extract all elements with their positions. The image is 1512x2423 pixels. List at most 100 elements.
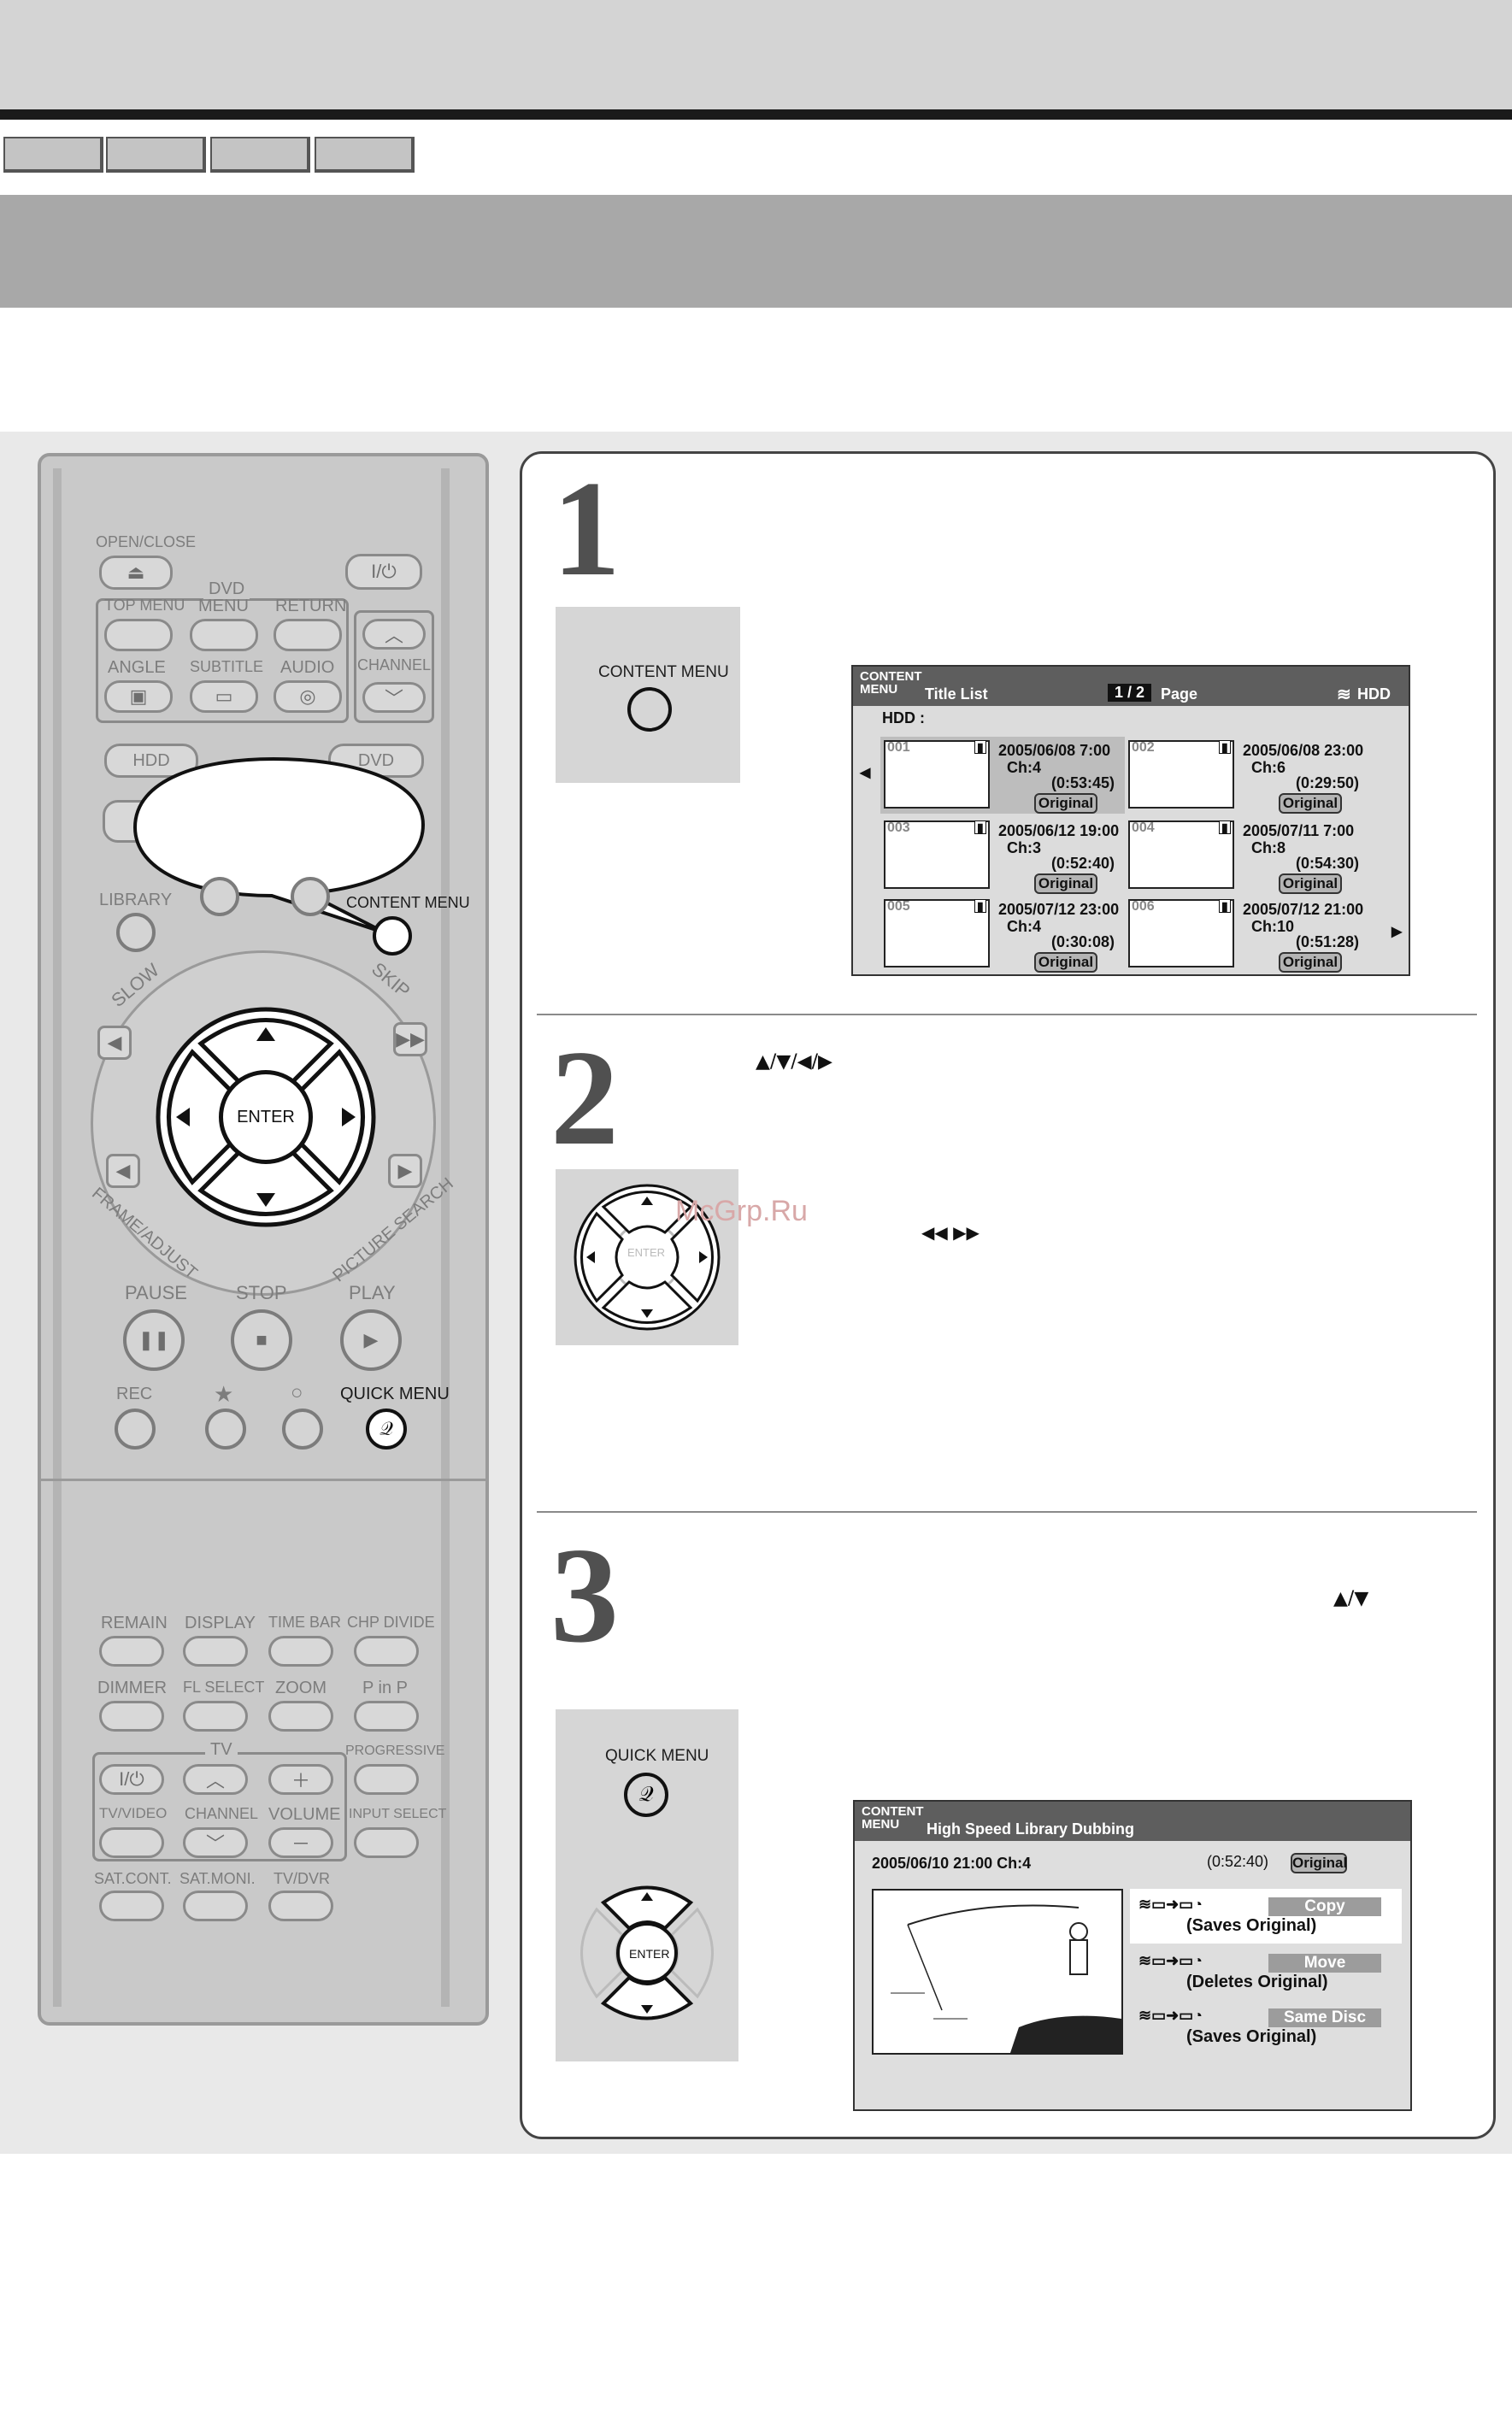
dvd-group-label: DVD: [203, 579, 250, 599]
dub-option-description: (Deletes Original): [1186, 1973, 1328, 1991]
input-select-label: INPUT SELECT: [349, 1807, 447, 1821]
content-menu-button-illustration: [627, 687, 672, 732]
pause-icon: ❚❚: [138, 1329, 170, 1350]
step-3-dpad: [580, 1885, 714, 2020]
angle-button[interactable]: ▣: [104, 680, 173, 713]
fl-select-button[interactable]: [183, 1701, 248, 1732]
time-bar-button[interactable]: [268, 1636, 333, 1667]
dub-option-label[interactable]: Copy: [1268, 1897, 1381, 1916]
open-close-button[interactable]: ⏏: [99, 556, 173, 590]
frame-reverse-icon: ◀: [115, 1160, 131, 1181]
channel-up-button[interactable]: ︿: [362, 619, 426, 650]
previous-page-icon: ◀: [860, 766, 871, 780]
slow-reverse-button[interactable]: ◀: [97, 1026, 132, 1060]
library-button[interactable]: [116, 913, 156, 952]
remote-lid-line: [41, 1479, 485, 1481]
title-duration: (0:52:40): [1051, 855, 1115, 872]
content-menu-button[interactable]: [373, 916, 412, 956]
dubbing-duration: (0:52:40): [1207, 1853, 1269, 1870]
play-icon: ▶: [363, 1329, 379, 1350]
channel-group: [354, 610, 434, 723]
sat-cont-label: SAT.CONT.: [94, 1870, 172, 1887]
sat-cont-button[interactable]: [99, 1891, 164, 1921]
display-button[interactable]: [183, 1636, 248, 1667]
menu-button[interactable]: [190, 619, 258, 651]
picture-search-icon: ▶: [397, 1160, 413, 1181]
tv-group-label: TV: [205, 1740, 238, 1760]
skip-forward-button[interactable]: ▶▶: [393, 1022, 427, 1056]
tv-dvr-button[interactable]: [268, 1891, 333, 1921]
remote-side-strip-left: [53, 468, 62, 2007]
title-original-badge: Original: [1034, 873, 1097, 894]
tv-power-button[interactable]: I/⏻: [99, 1764, 164, 1795]
input-select-button[interactable]: [354, 1827, 419, 1858]
quick-menu-button[interactable]: 𝒬: [366, 1409, 407, 1450]
title-date: 2005/06/08 7:00: [998, 742, 1111, 759]
tv-channel-up-button[interactable]: ︿: [183, 1764, 248, 1795]
dub-direction-icon: ≋▭➜▭◔: [1138, 2007, 1203, 2024]
remote-round-button-2[interactable]: [291, 877, 330, 916]
dubbing-screen: CONTENT MENU High Speed Library Dubbing …: [853, 1800, 1412, 2111]
return-button[interactable]: [274, 619, 342, 651]
title-date: 2005/07/12 21:00: [1243, 901, 1364, 918]
dvd-label: DVD: [357, 750, 395, 770]
audio-label: AUDIO: [280, 658, 335, 677]
zoom-label: ZOOM: [275, 1679, 327, 1697]
title-channel: Ch:4: [1007, 759, 1041, 776]
chevron-down-icon: ﹀: [205, 1833, 225, 1855]
stop-button[interactable]: ■: [231, 1309, 292, 1371]
top-menu-button[interactable]: [104, 619, 173, 651]
pause-label: PAUSE: [125, 1282, 187, 1303]
quick-menu-label: QUICK MENU: [340, 1385, 450, 1403]
tv-channel-down-button[interactable]: ﹀: [183, 1827, 248, 1858]
subtitle-label: SUBTITLE: [190, 658, 264, 675]
audio-button[interactable]: ◎: [274, 680, 342, 713]
star-button[interactable]: [205, 1409, 246, 1450]
title-date: 2005/06/12 19:00: [998, 822, 1120, 839]
subtitle-button[interactable]: ▭: [190, 680, 258, 713]
stop-icon: ■: [256, 1329, 268, 1350]
minus-icon: －: [291, 1833, 310, 1855]
title-flag-icon: ▮: [1219, 740, 1231, 754]
title-date: 2005/07/11 7:00: [1243, 822, 1355, 839]
dimmer-button[interactable]: [99, 1701, 164, 1732]
frame-reverse-button[interactable]: ◀: [106, 1154, 140, 1188]
volume-down-button[interactable]: －: [268, 1827, 333, 1858]
remain-button[interactable]: [99, 1636, 164, 1667]
tv-video-button[interactable]: [99, 1827, 164, 1858]
progressive-label: PROGRESSIVE: [345, 1744, 445, 1758]
dub-option-label[interactable]: Move: [1268, 1954, 1381, 1973]
picture-search-button[interactable]: ▶: [388, 1154, 422, 1188]
title-thumbnail: [1128, 740, 1234, 809]
rec-button[interactable]: [115, 1409, 156, 1450]
play-button[interactable]: ▶: [340, 1309, 402, 1371]
title-thumbnail: [1128, 820, 1234, 889]
sat-moni-label: SAT.MONI.: [179, 1870, 256, 1887]
enter-button[interactable]: ENTER: [219, 1070, 313, 1164]
progressive-button[interactable]: [354, 1764, 419, 1795]
title-original-badge: Original: [1279, 793, 1342, 814]
volume-up-button[interactable]: ＋: [268, 1764, 333, 1795]
volume-label: VOLUME: [268, 1805, 341, 1824]
dub-direction-icon: ≋▭➜▭◔: [1138, 1896, 1203, 1913]
quick-menu-caption: QUICK MENU: [605, 1747, 709, 1765]
power-button[interactable]: I/⏻: [345, 554, 422, 590]
drive-label: HDD: [1357, 685, 1391, 703]
circle-button[interactable]: [282, 1409, 323, 1450]
zoom-button[interactable]: [268, 1701, 333, 1732]
remote-round-button-1[interactable]: [200, 877, 239, 916]
channel-down-button[interactable]: ﹀: [362, 682, 426, 713]
title-number: 004: [1132, 820, 1155, 835]
pause-button[interactable]: ❚❚: [123, 1309, 185, 1371]
p-in-p-button[interactable]: [354, 1701, 419, 1732]
sat-moni-button[interactable]: [183, 1891, 248, 1921]
chp-divide-button[interactable]: [354, 1636, 419, 1667]
dvd-button-group: [96, 598, 349, 723]
dub-option-label[interactable]: Same Disc: [1268, 2008, 1381, 2027]
